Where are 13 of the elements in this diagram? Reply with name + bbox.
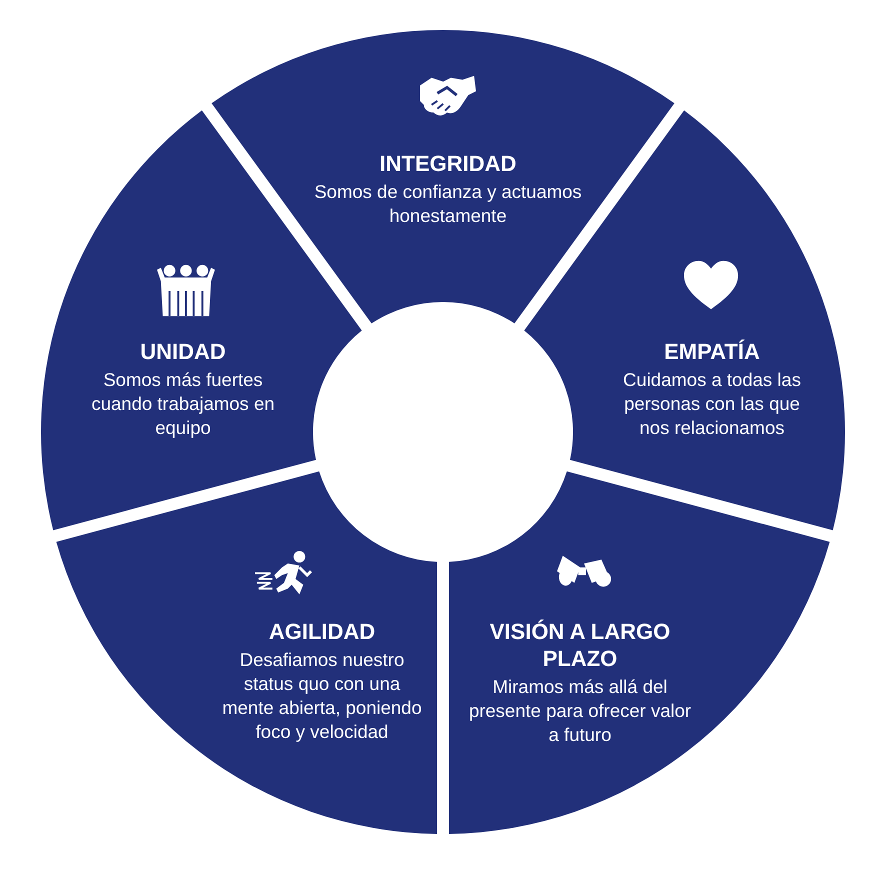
segment-description: Somos más fuertes cuando trabajamos en equipo: [90, 368, 276, 440]
segment-description: Cuidamos a todas las personas con las que nos relacionamos: [622, 368, 802, 440]
ring-segment: [56, 471, 438, 834]
segment-heading: EMPATÍA: [664, 338, 760, 365]
ring-segment: [211, 30, 675, 324]
segment-heading: UNIDAD: [140, 338, 226, 365]
segment-heading: VISIÓN A LARGO PLAZO: [488, 618, 672, 672]
segment-heading: AGILIDAD: [268, 618, 376, 645]
segment-description: Desafiamos nuestro status quo con una mente abierta, poniendo foco y velocidad: [221, 648, 423, 744]
segment-description: Miramos más allá del presente para ofrecer valor a futuro: [468, 675, 692, 747]
segment-heading: INTEGRIDAD: [380, 150, 516, 177]
segment-description: Somos de confianza y actuamos honestamente: [313, 180, 583, 228]
ring-segment: [448, 471, 830, 834]
